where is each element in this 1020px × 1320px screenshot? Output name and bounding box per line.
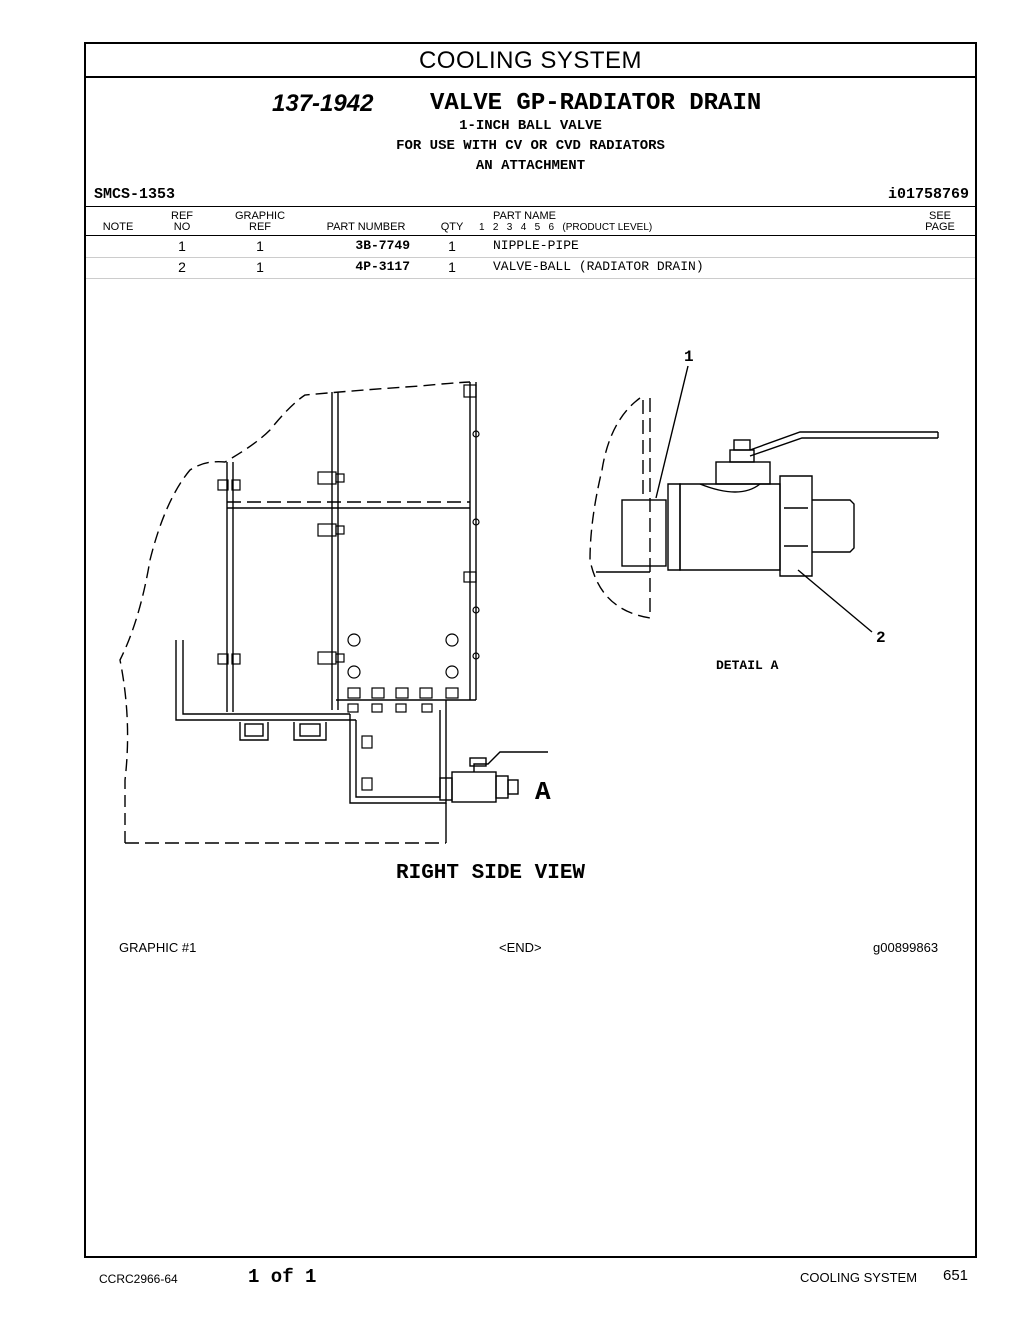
row-graphic-ref: 1 [256,238,264,254]
col-graphic-bottom: REF [249,221,271,233]
header-rule [86,235,975,236]
row-part-name: VALVE-BALL (RADIATOR DRAIN) [493,259,704,274]
table-top-rule [86,206,975,207]
col-part-number: PART NUMBER [326,221,406,233]
col-note: NOTE [102,221,134,233]
view-label: RIGHT SIDE VIEW [396,862,585,885]
col-ref-bottom: NO [173,221,191,233]
page-title: COOLING SYSTEM [86,44,975,78]
document-id: CCRC2966-64 [99,1272,178,1286]
row-part-name: NIPPLE-PIPE [493,238,579,253]
col-product-level: 1 2 3 4 5 6 (PRODUCT LEVEL) [479,222,653,233]
row-part-number: 3B-7749 [355,238,410,253]
detail-a-drawing [589,365,939,633]
row-ref: 1 [178,238,186,254]
callout-2: 2 [876,629,886,647]
group-name: VALVE GP-RADIATOR DRAIN [430,90,762,117]
col-part-name: PART NAME [493,210,556,222]
marker-a: A [535,777,551,807]
illustration-id: i01758769 [887,186,969,203]
footer-section: COOLING SYSTEM [800,1270,918,1285]
right-side-view-drawing [119,381,548,844]
graphic-id: g00899863 [873,940,939,955]
page-number: 651 [943,1267,969,1284]
page-count: 1 of 1 [248,1266,317,1288]
group-number: 137-1942 [272,90,374,117]
graphic-end-marker: <END> [499,940,542,955]
row-qty: 1 [448,259,456,275]
row-divider [86,278,975,279]
smcs-code: SMCS-1353 [94,186,176,203]
detail-label: DETAIL A [716,658,779,673]
row-part-number: 4P-3117 [355,259,410,274]
col-ref-top: REF [171,210,193,222]
row-graphic-ref: 1 [256,259,264,275]
row-qty: 1 [448,238,456,254]
group-note-1: 1-INCH BALL VALVE [459,118,602,134]
group-note-2: FOR USE WITH CV OR CVD RADIATORS [396,138,665,154]
col-see-top: SEE [928,210,951,222]
col-qty: QTY [440,221,464,233]
row-divider [86,257,975,258]
col-see-bottom: PAGE [925,221,955,233]
callout-1: 1 [684,348,694,366]
graphic-number: GRAPHIC #1 [119,940,197,955]
col-graphic-top: GRAPHIC [234,210,286,222]
row-ref: 2 [178,259,186,275]
page-frame: COOLING SYSTEM 137-1942 VALVE GP-RADIATO… [84,42,977,1258]
group-note-3: AN ATTACHMENT [475,158,586,174]
